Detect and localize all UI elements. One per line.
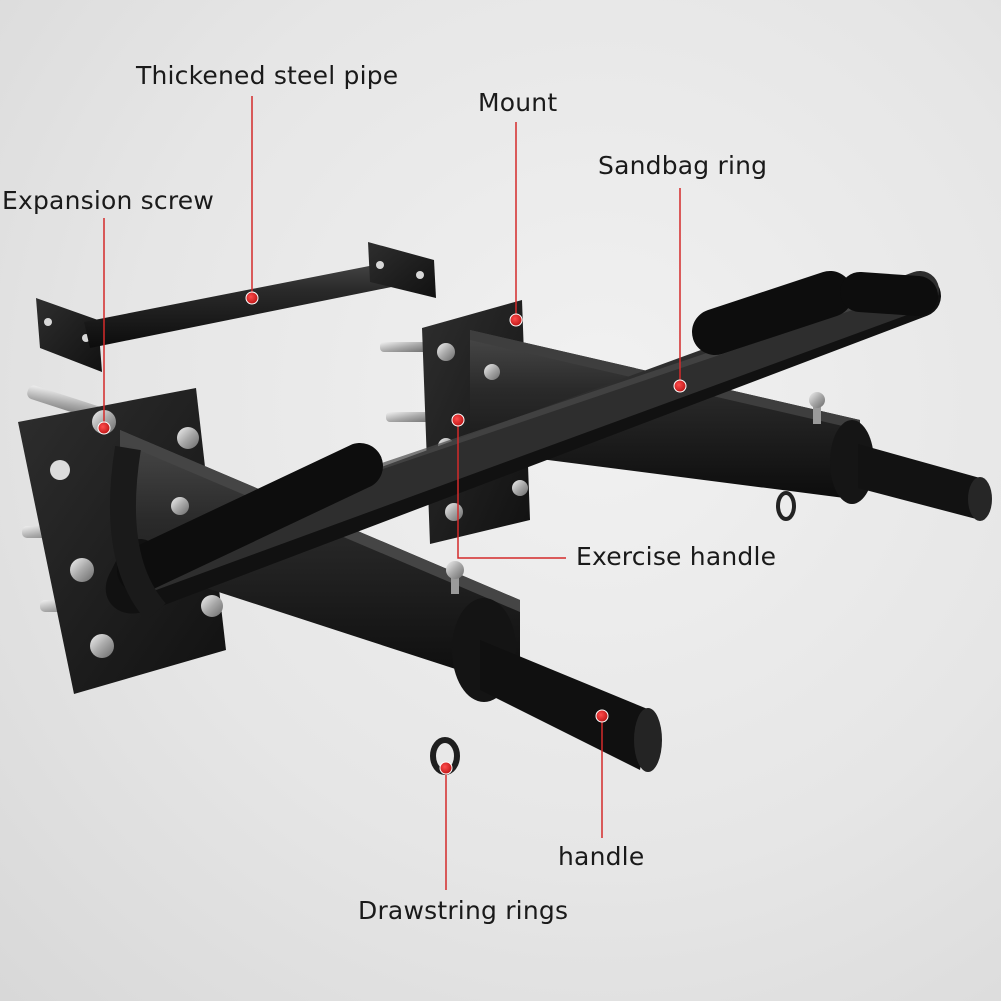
- steel-pipe-part: [36, 242, 436, 372]
- callout-dot-steel-pipe: [245, 291, 259, 305]
- label-sandbag-ring: Sandbag ring: [598, 151, 768, 180]
- callouts: [103, 96, 681, 890]
- callout-dot-sandbag-ring: [673, 379, 687, 393]
- label-handle: handle: [558, 842, 645, 871]
- callout-dot-exercise-handle: [451, 413, 465, 427]
- label-drawstring-rings: Drawstring rings: [358, 896, 569, 925]
- exercise-handle-bar: [106, 271, 941, 621]
- callout-dot-mount: [509, 313, 523, 327]
- callout-dot-drawstring-rings: [439, 761, 453, 775]
- callout-dots: [97, 291, 687, 775]
- callout-dot-expansion-screw: [97, 421, 111, 435]
- right-bracket: [380, 300, 992, 544]
- callout-dot-handle: [595, 709, 609, 723]
- label-thickened-steel-pipe: Thickened steel pipe: [136, 61, 399, 90]
- label-exercise-handle: Exercise handle: [576, 542, 777, 571]
- label-mount: Mount: [478, 88, 558, 117]
- label-expansion-screw: Expansion screw: [2, 186, 215, 215]
